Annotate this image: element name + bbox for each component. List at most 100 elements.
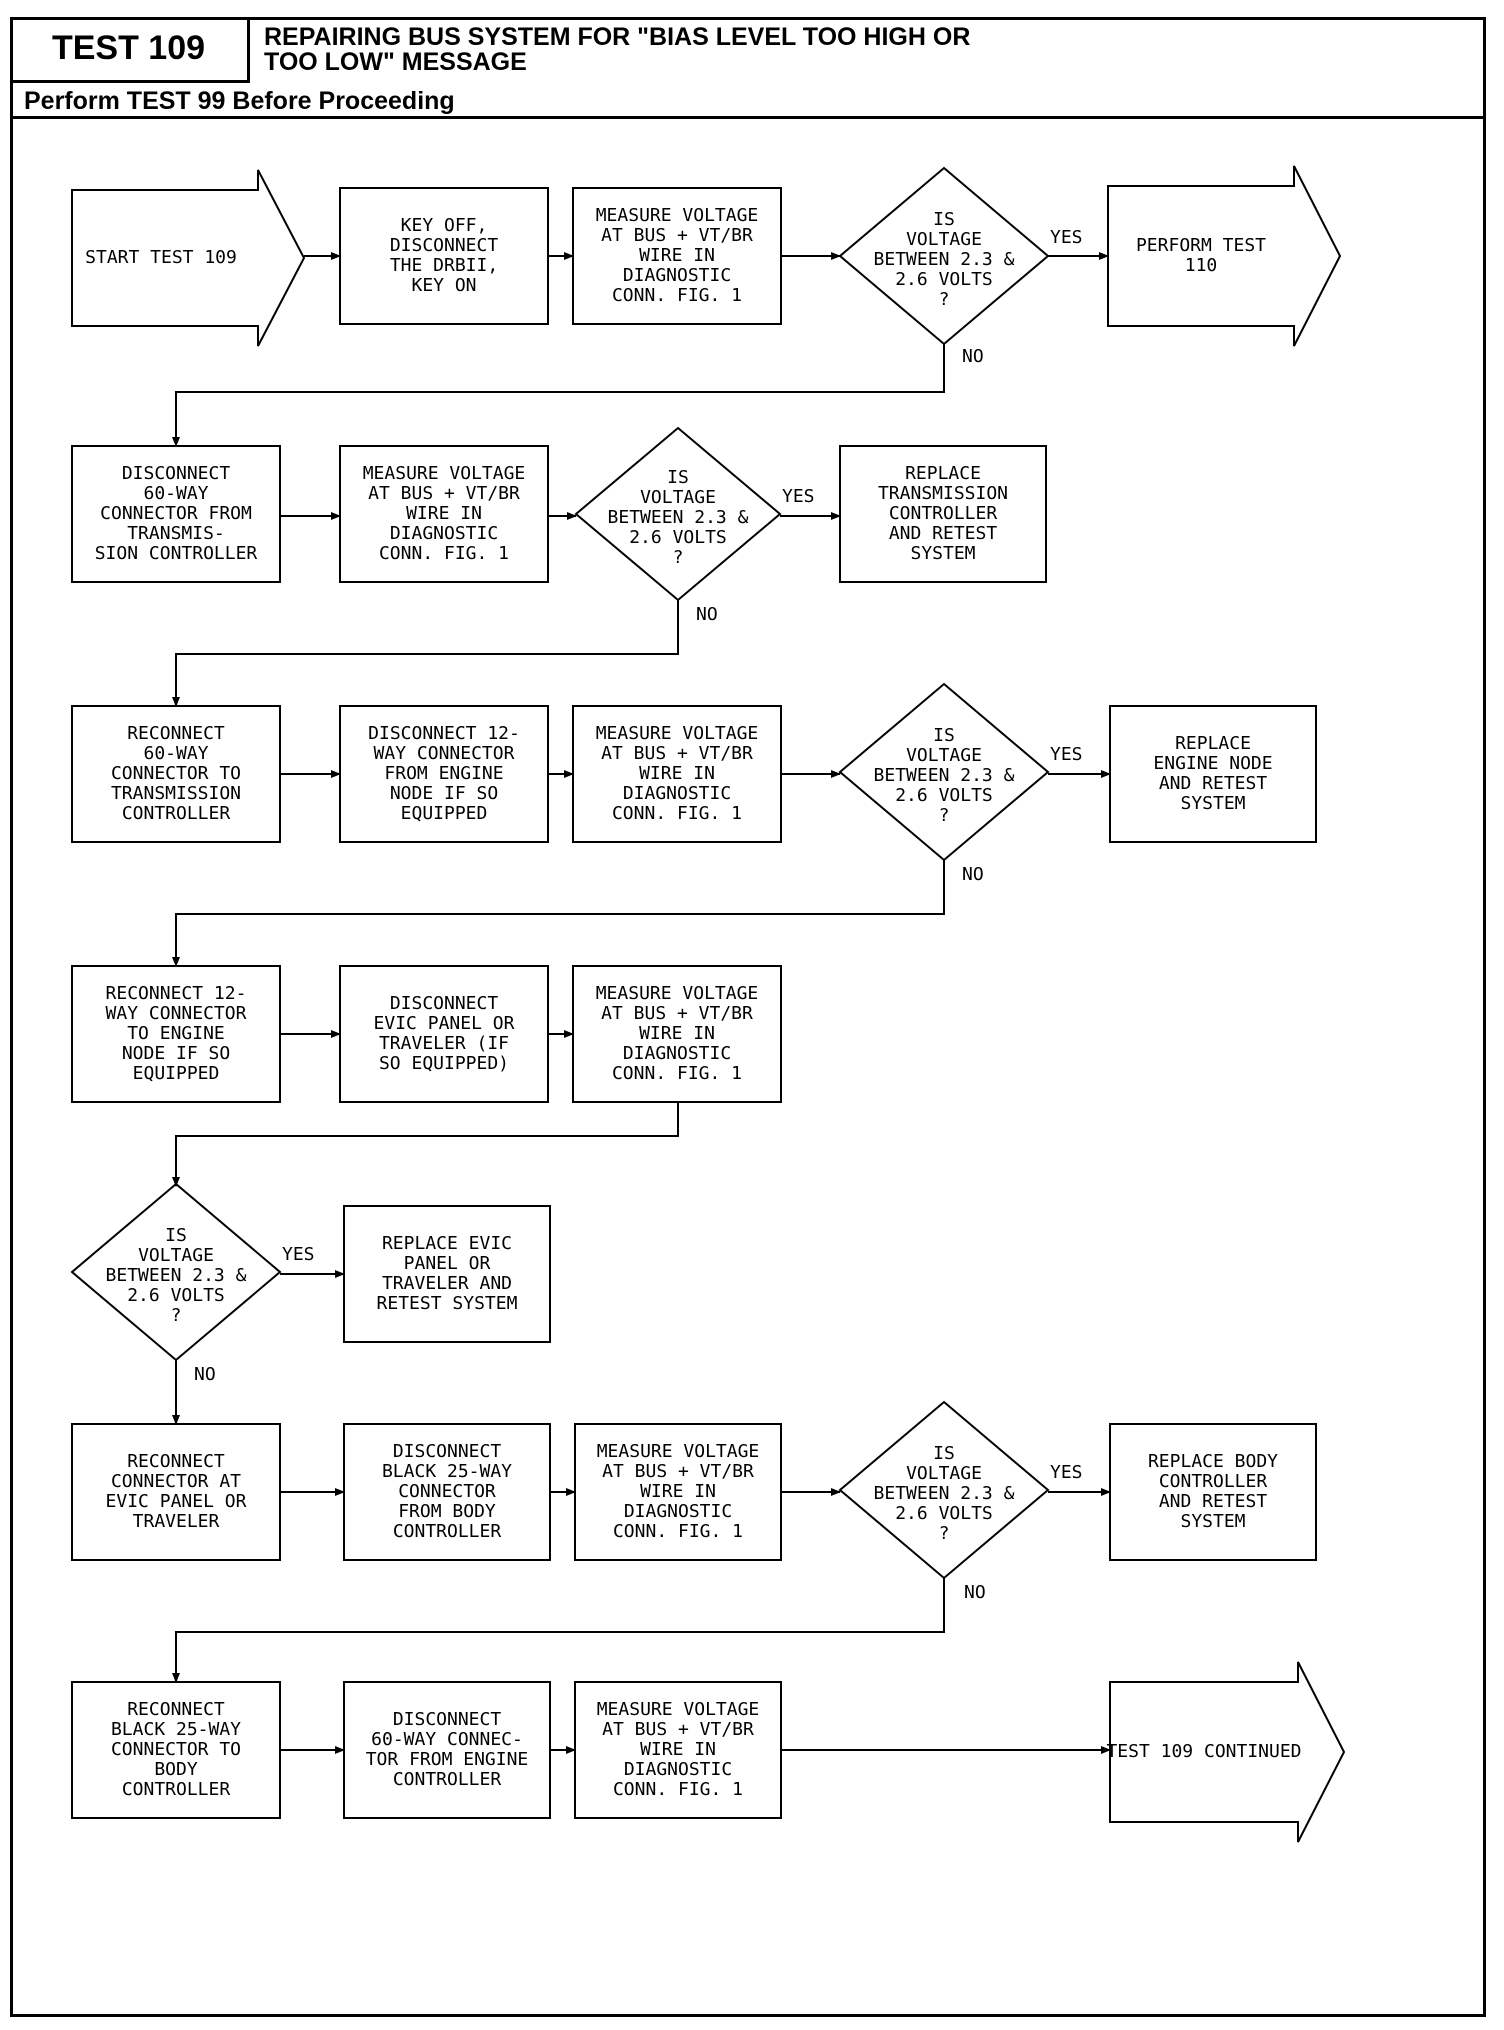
connector [172,1102,679,1187]
row5-disconnect-25-way-step-line: DISCONNECT [393,1441,502,1462]
perform-test-110-line: 110 [1185,255,1218,276]
replace-transmission-controller-line: REPLACE [905,463,981,484]
replace-body-controller-line: REPLACE BODY [1148,1451,1278,1472]
row2-disconnect-12-way-step-line: EQUIPPED [401,803,488,824]
row3-reconnect-12-way-step-line: EQUIPPED [133,1063,220,1084]
row6-measure-voltage-step-line: AT BUS + VT/BR [602,1719,754,1740]
row2-measure-voltage-step-line: CONN. FIG. 1 [612,803,742,824]
replace-body-controller-line: CONTROLLER [1159,1471,1268,1492]
row4-no-label: NO [194,1364,216,1385]
row2-measure-voltage-step-line: MEASURE VOLTAGE [596,723,759,744]
row0-no-label: NO [962,346,984,367]
row5-reconnect-evic-step-line: EVIC PANEL OR [106,1491,247,1512]
test-109-continued [1109,1661,1346,1843]
row1-voltage-decision-line: 2.6 VOLTS [629,527,727,548]
replace-engine-node-line: REPLACE [1175,733,1251,754]
row2-measure-voltage-step-line: AT BUS + VT/BR [601,743,753,764]
connector [172,1578,945,1683]
replace-engine-node-line: ENGINE NODE [1153,753,1272,774]
perform-test-110-line: PERFORM TEST [1136,235,1266,256]
row2-reconnect-60-way-step-line: CONNECTOR TO [111,763,241,784]
row2-reconnect-60-way-step-line: TRANSMISSION [111,783,241,804]
row1-disconnect-60-way-step-line: 60-WAY [143,483,208,504]
row6-reconnect-25-way-step-line: BODY [154,1759,198,1780]
page-subtitle: Perform TEST 99 Before Proceeding [24,87,455,115]
replace-evic-panel-line: PANEL OR [404,1253,491,1274]
replace-evic-panel-line: RETEST SYSTEM [377,1293,518,1314]
test-number-label: TEST 109 [10,17,250,83]
row2-voltage-decision-line: BETWEEN 2.3 & [874,765,1015,786]
row0-yes-label: YES [1050,227,1083,248]
page-title: REPAIRING BUS SYSTEM FOR "BIAS LEVEL TOO… [264,25,1164,75]
row4-voltage-decision-line: IS [165,1225,187,1246]
row2-disconnect-12-way-step-line: WAY CONNECTOR [374,743,515,764]
row5-measure-voltage-step-line: MEASURE VOLTAGE [597,1441,760,1462]
row1-measure-voltage-step-line: MEASURE VOLTAGE [363,463,526,484]
row5-measure-voltage-step-line: WIRE IN [640,1481,716,1502]
row6-reconnect-25-way-step-line: CONTROLLER [122,1779,231,1800]
row6-reconnect-25-way-step-line: CONNECTOR TO [111,1739,241,1760]
row6-disconnect-60-way-step-line: TOR FROM ENGINE [366,1749,529,1770]
row0-key-off-step-line: THE DRBII, [390,255,498,276]
connector [172,600,679,707]
row1-disconnect-60-way-step-line: SION CONTROLLER [95,543,258,564]
replace-engine-node-line: SYSTEM [1180,793,1245,814]
row5-measure-voltage-step-line: CONN. FIG. 1 [613,1521,743,1542]
row1-voltage-decision-line: IS [667,467,689,488]
row0-voltage-decision-line: VOLTAGE [906,229,982,250]
row1-disconnect-60-way-step-line: DISCONNECT [122,463,231,484]
row6-measure-voltage-step-line: CONN. FIG. 1 [613,1779,743,1800]
replace-transmission-controller-line: TRANSMISSION [878,483,1008,504]
row5-reconnect-evic-step-line: TRAVELER [133,1511,220,1532]
row6-reconnect-25-way-step-line: RECONNECT [127,1699,225,1720]
row0-key-off-step-line: KEY ON [411,275,476,296]
row2-disconnect-12-way-step-line: DISCONNECT 12- [368,723,520,744]
row1-measure-voltage-step-line: WIRE IN [406,503,482,524]
row6-disconnect-60-way-step-line: 60-WAY CONNEC- [371,1729,523,1750]
row2-yes-label: YES [1050,744,1083,765]
row1-disconnect-60-way-step [71,445,281,583]
connector [172,344,945,447]
row2-measure-voltage-step-line: DIAGNOSTIC [623,783,731,804]
row5-reconnect-evic-step-line: CONNECTOR AT [111,1471,241,1492]
row1-no-label: NO [696,604,718,625]
row2-reconnect-60-way-step-line: CONTROLLER [122,803,231,824]
row0-key-off-step-line: DISCONNECT [390,235,499,256]
row2-disconnect-12-way-step-line: NODE IF SO [390,783,498,804]
row6-measure-voltage-step-line: WIRE IN [640,1739,716,1760]
replace-evic-panel-line: TRAVELER AND [382,1273,512,1294]
row5-voltage-decision-line: 2.6 VOLTS [895,1503,993,1524]
replace-transmission-controller-line: SYSTEM [910,543,975,564]
perform-test-110 [1107,165,1342,347]
row5-disconnect-25-way-step-line: FROM BODY [398,1501,496,1522]
row1-voltage-decision-line: BETWEEN 2.3 & [608,507,749,528]
row5-reconnect-evic-step-line: RECONNECT [127,1451,225,1472]
row3-reconnect-12-way-step-line: TO ENGINE [127,1023,225,1044]
row3-disconnect-evic-step-line: DISCONNECT [390,993,499,1014]
row1-yes-label: YES [782,486,815,507]
row4-voltage-decision-line: 2.6 VOLTS [127,1285,225,1306]
row3-measure-voltage-step-line: WIRE IN [639,1023,715,1044]
row4-voltage-decision-line: VOLTAGE [138,1245,214,1266]
row1-voltage-decision-line: VOLTAGE [640,487,716,508]
row6-disconnect-60-way-step-line: CONTROLLER [393,1769,502,1790]
page-frame [10,17,1486,2017]
row1-measure-voltage-step-line: AT BUS + VT/BR [368,483,520,504]
row0-measure-voltage-step-line: CONN. FIG. 1 [612,285,742,306]
row5-voltage-decision-line: ? [939,1523,950,1544]
row3-reconnect-12-way-step-line: RECONNECT 12- [106,983,247,1004]
